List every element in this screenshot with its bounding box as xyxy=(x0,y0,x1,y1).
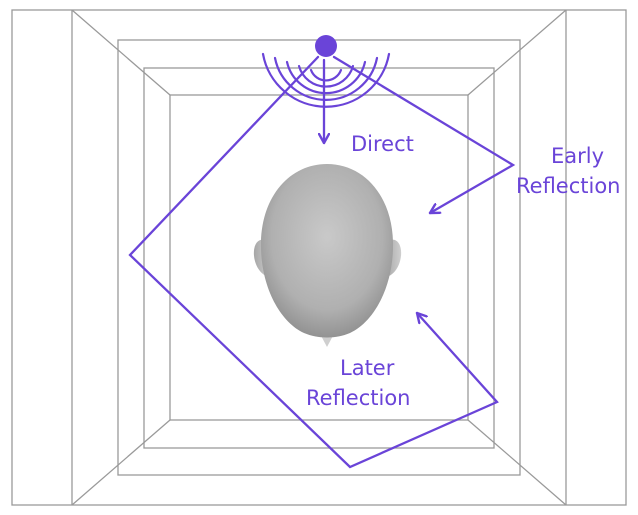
corner-line-bl xyxy=(71,419,171,506)
later-reflection-arrow xyxy=(128,55,499,469)
listener-head-icon xyxy=(253,164,402,347)
label-early-line1: Early xyxy=(551,144,604,168)
label-later-line1: Later xyxy=(340,356,395,380)
sound-source-dot xyxy=(315,35,337,57)
label-direct: Direct xyxy=(351,132,414,156)
corner-line-br xyxy=(467,419,567,506)
head-shape xyxy=(260,164,394,338)
corner-line-tr xyxy=(467,9,567,96)
sound-waves xyxy=(261,52,391,108)
room-outer-frame xyxy=(11,9,627,506)
early-reflection-arrow xyxy=(332,55,516,213)
room-rect-2 xyxy=(143,67,495,449)
label-early-line2: Reflection xyxy=(516,174,621,198)
label-later-line2: Reflection xyxy=(306,386,411,410)
room-outline xyxy=(11,9,627,506)
room-rect-3 xyxy=(169,94,469,421)
corner-line-tl xyxy=(71,9,171,96)
